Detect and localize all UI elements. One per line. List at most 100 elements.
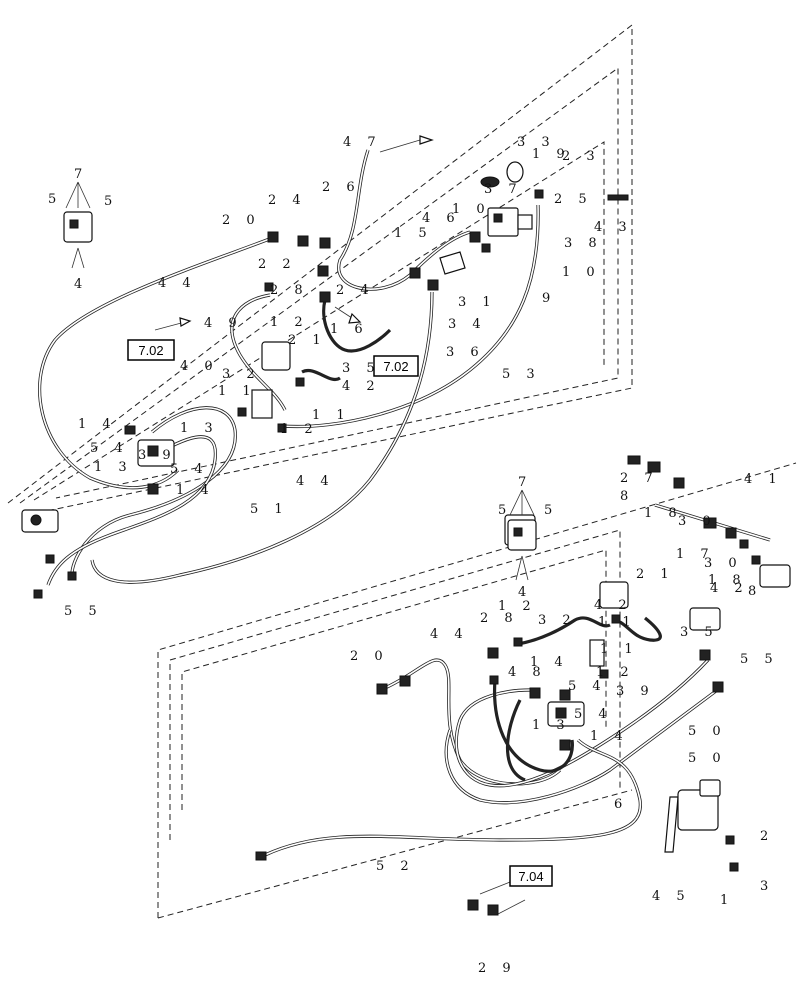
callout-label: 1 8 [708,573,747,588]
ref-box-1[interactable]: 7.02 [127,339,175,361]
callout-label: 5 [544,503,558,518]
callout-label: 5 4 [90,441,129,456]
callout-label: 2 1 [636,567,675,582]
callout-label: 5 4 [574,707,613,722]
callout-label: 9 [542,291,556,306]
callout-label: 2 8 [270,283,309,298]
callout-label: 2 3 [562,149,601,164]
callout-label: 1 2 [498,599,537,614]
callout-label: 5 4 [568,679,607,694]
callout-label: 8 [620,489,634,504]
callout-label: 4 8 [508,665,547,680]
callout-label: 1 2 [270,315,309,330]
inset-mid [507,489,537,581]
callout-label: 7 [74,167,88,182]
callout-label: 2 1 [288,333,327,348]
callout-label: 2 8 [480,611,519,626]
callout-label: 5 5 [64,604,103,619]
callout-label: 1 2 [596,665,635,680]
callout-label: 1 8 [644,506,683,521]
callout-label: 3 6 [446,345,485,360]
callout-label: 1 1 [312,408,351,423]
callout-label: 1 3 [94,460,133,475]
flow-arrows [154,135,526,915]
callout-label: 5 0 [688,724,727,739]
callout-label: 1 5 [394,226,433,241]
callout-label: 3 3 [517,135,556,150]
callout-label: 5 [48,192,62,207]
callout-label: 4 2 [594,598,633,613]
callouts-top: 4 7 3 31 92 3 3 7 2 5 2 6 2 4 2 0 1 0 4 3 4 6 3 8 1… [64,135,633,619]
callout-label: 1 1 [598,615,637,630]
callout-label: 2 4 [268,193,307,208]
callout-label: 1 3 [532,718,571,733]
callout-label: 3 7 [484,182,523,197]
callout-label: 1 3 [180,421,219,436]
callout-label: 5 2 [376,859,415,874]
ref-box-2-label: 7.02 [383,359,408,374]
callout-label: 1 2 [280,422,319,437]
callout-label: 3 1 [458,295,497,310]
callout-label: 2 0 [350,649,389,664]
callout-label: 1 9 [532,147,571,162]
callout-label: 2 6 [322,180,361,195]
callout-label: 4 5 [652,889,691,904]
callout-label: 4 6 [422,211,461,226]
callouts-inset-mid: 75 5 4 [498,475,558,600]
callout-label: 3 0 [678,514,717,529]
lower-hoses [264,503,771,857]
callout-label: 4 4 [296,474,335,489]
callout-label: 1 4 [176,483,215,498]
callout-label: 1 0 [562,265,601,280]
callout-label: 5 0 [688,751,727,766]
callout-label: 5 4 [170,462,209,477]
callout-label: 1 6 [330,322,369,337]
fittings-upper [33,189,629,599]
ref-box-3-label: 7.04 [518,869,543,884]
callout-label: 4 7 [343,135,382,150]
fittings-lower [255,455,761,916]
callout-label: 5 5 [740,652,779,667]
callout-label: 4 2 [342,379,381,394]
callout-label: 4 0 [180,359,219,374]
callout-label: 3 9 [616,684,655,699]
callout-label: 1 4 [530,655,569,670]
callout-label: 4 4 [158,276,197,291]
callout-label: 3 2 [222,367,261,382]
callout-label: 3 8 [564,236,603,251]
callout-label: 1 0 [452,202,491,217]
callout-label: 1 1 [600,642,639,657]
callout-label: 4 3 [594,220,633,235]
callout-label: 2 4 [336,283,375,298]
callout-label: 3 [760,879,774,894]
callout-label: 1 4 [590,729,629,744]
ref-box-2[interactable]: 7.02 [373,355,419,377]
callout-label: 3 9 [138,448,177,463]
callout-label: 1 7 [676,547,715,562]
callout-label: 3 0 [704,556,743,571]
ref-box-3[interactable]: 7.04 [509,865,553,887]
upper-frame [7,23,633,513]
callout-label: 3 2 [538,613,577,628]
callout-label: 1 [720,893,734,908]
callout-label: 7 [518,475,532,490]
callout-label: 8 [748,584,762,599]
callout-label: 1 1 [218,384,257,399]
callout-label: 2 9 [478,961,517,976]
callout-label: 3 5 [342,361,381,376]
callout-label: 1 4 [78,417,117,432]
lower-frame [157,462,797,919]
callout-label: 2 2 [258,257,297,272]
callout-label: 4 [518,585,532,600]
upper-parts [21,161,629,599]
callout-label: 3 4 [448,317,487,332]
upper-hoses [38,149,540,586]
callout-label: 2 0 [222,213,261,228]
callout-label: 2 5 [554,192,593,207]
callout-label: 5 [104,194,118,209]
callout-label: 4 9 [204,316,243,331]
callout-label: 5 [498,503,512,518]
callout-label: 5 1 [250,502,289,517]
